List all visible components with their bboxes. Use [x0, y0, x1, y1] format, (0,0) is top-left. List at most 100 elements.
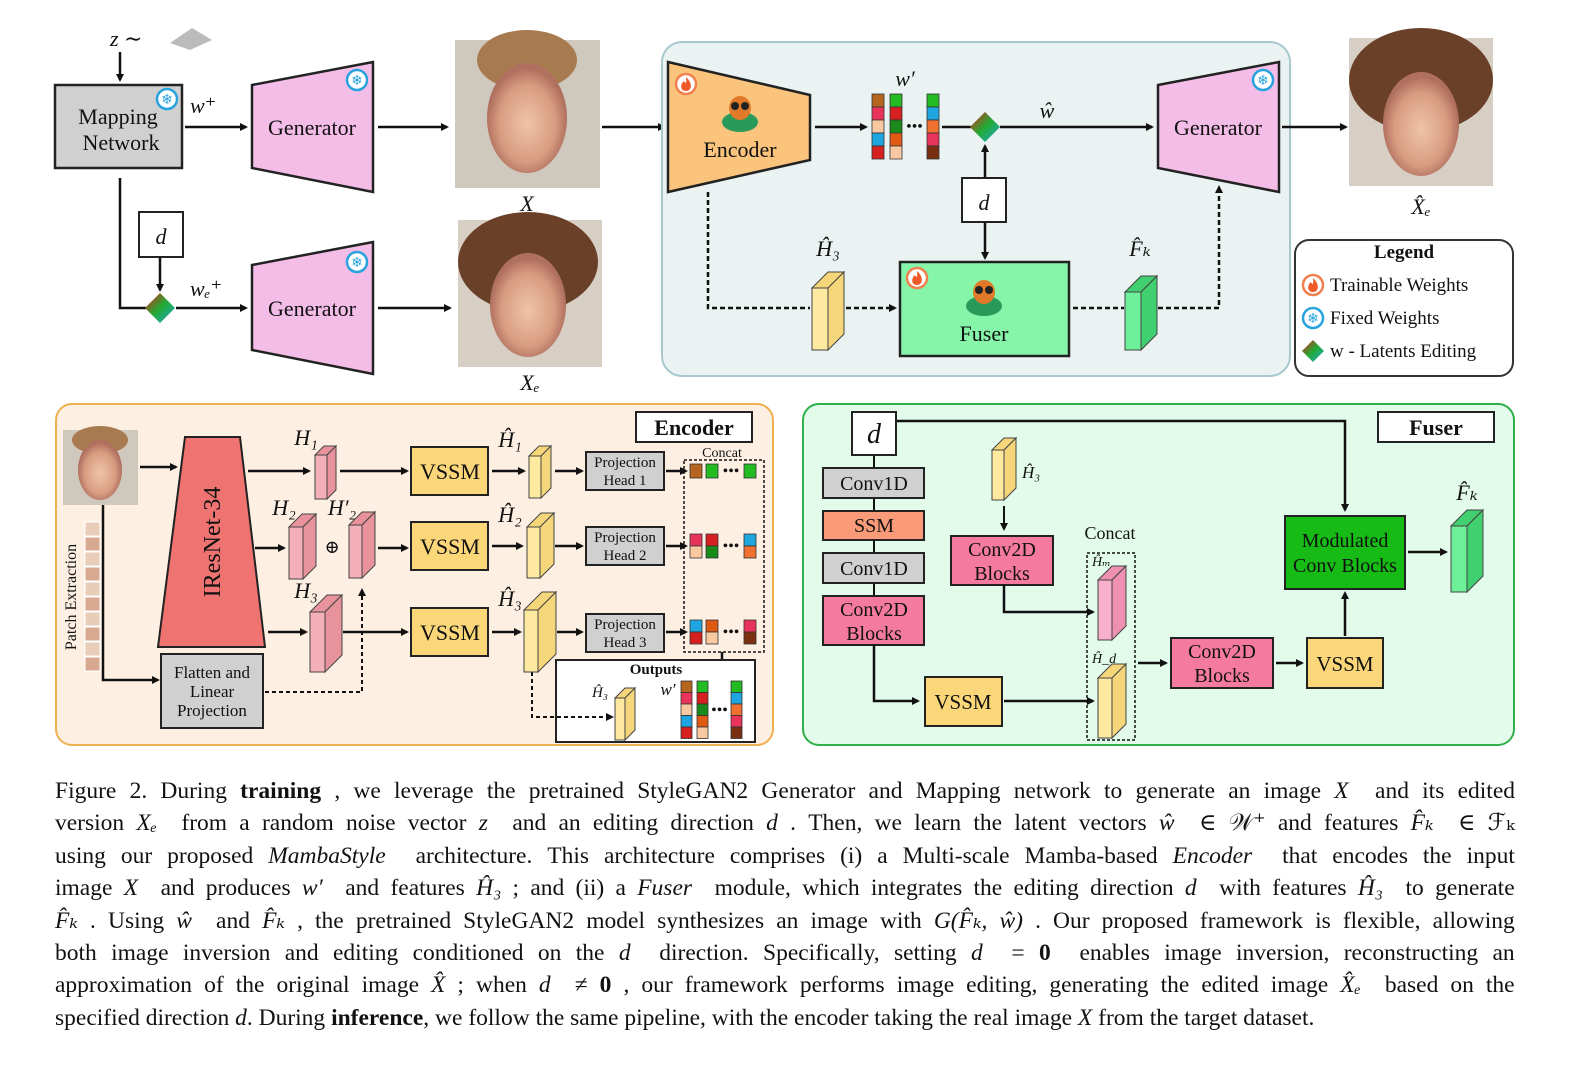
svg-text:Generator: Generator — [268, 115, 357, 140]
caption-text: , — [297, 907, 303, 934]
svg-text:w′: w′ — [660, 680, 675, 699]
latent-cell — [696, 715, 709, 728]
caption-text: leverage — [394, 778, 474, 804]
caption-text: module, — [714, 875, 791, 902]
flame-icon — [674, 72, 698, 96]
caption-text: with — [1219, 875, 1261, 902]
mascot-body — [966, 296, 1002, 316]
patch — [84, 551, 101, 567]
caption-text: produces — [205, 875, 291, 902]
slab-front — [614, 697, 626, 741]
caption-text: X — [1077, 1004, 1093, 1031]
fuser-d-box: d — [851, 411, 897, 456]
slab-side — [326, 444, 337, 501]
flatten-linear-projection: Flatten and Linear Projection — [160, 653, 264, 729]
slab-front — [348, 524, 363, 579]
svg-text:Projection: Projection — [594, 617, 656, 633]
caption-text: F̂ₖ — [1410, 810, 1434, 837]
latent-cell — [871, 119, 885, 134]
h3-hat-tensor-enc — [522, 590, 558, 674]
caption-text: w′ — [301, 875, 323, 902]
caption-text: original — [276, 972, 350, 999]
latent-cell — [871, 93, 885, 108]
caption-text: , — [423, 1004, 436, 1031]
add-operator: ⊕ — [324, 537, 339, 557]
caption-text: Then, — [808, 810, 863, 837]
latent-cell — [680, 680, 693, 693]
fuser-fk-label: F̂ₖ — [1455, 480, 1477, 505]
caption-text: ∈ — [1198, 810, 1217, 837]
slab-side — [540, 444, 552, 500]
legend: Legend Trainable Weights Fixed Weights w… — [1294, 239, 1514, 377]
caption-text: image — [1014, 1004, 1078, 1031]
mascot-eye — [975, 286, 983, 294]
caption-text: During — [160, 778, 227, 804]
latent-cell — [696, 726, 709, 739]
latent-cell — [926, 119, 940, 134]
icon-ring — [1301, 306, 1325, 330]
caption-text: . — [790, 810, 796, 837]
caption-text: Xₑ — [136, 810, 157, 837]
caption-text: performs — [799, 972, 885, 999]
hd-label: Ĥ_d — [1091, 650, 1117, 667]
caption-text: image — [1263, 778, 1322, 804]
svg-text:Outputs: Outputs — [630, 662, 683, 678]
caption-text: both — [55, 940, 97, 967]
caption-text: the — [1149, 1004, 1185, 1031]
svg-text:Conv2D: Conv2D — [968, 539, 1036, 561]
caption-text: and — [160, 875, 195, 902]
caption-text: an — [558, 810, 581, 837]
caption-text: z — [478, 810, 488, 837]
output-h3-tensor — [613, 686, 637, 742]
caption-text: an — [1228, 778, 1251, 804]
caption-text: training — [240, 778, 322, 804]
caption-text: ; — [512, 875, 520, 902]
caption-text: and — [868, 778, 903, 804]
caption-text: when — [475, 972, 527, 999]
vssm-row-2: VSSM — [410, 521, 489, 571]
h1-hat-tensor — [527, 444, 553, 500]
caption-text: and — [345, 875, 380, 902]
latent-cell — [705, 619, 719, 633]
caption-text: encodes — [1332, 842, 1408, 869]
caption-text: direction — [1090, 875, 1174, 902]
mascot-eye — [731, 102, 739, 110]
conv1d-2: Conv1D — [822, 552, 925, 584]
latent-cell — [926, 106, 940, 121]
encoder-panel-title: Encoder — [635, 411, 753, 443]
fk-hat-label: F̂ₖ — [1128, 236, 1150, 261]
fuser-vssm-1: VSSM — [924, 676, 1003, 727]
caption-text: and — [216, 907, 250, 934]
caption-text: Fuser — [637, 875, 693, 902]
patch — [84, 626, 101, 642]
svg-text:VSSM: VSSM — [420, 534, 480, 559]
svg-text:Projection: Projection — [177, 701, 247, 720]
caption-text: Encoder — [1172, 842, 1253, 869]
icon-ring — [155, 87, 179, 111]
icon-glyph — [1308, 278, 1318, 292]
head3-latents: ••• — [689, 619, 757, 645]
caption-text: X̂ — [431, 972, 446, 999]
h1-hat-label: Ĥ₁ — [497, 427, 522, 452]
fuser-vssm-2: VSSM — [1306, 637, 1384, 689]
caption-text: vectors — [1078, 810, 1147, 837]
latent-cell — [871, 106, 885, 121]
caption-text: (i) — [840, 842, 863, 869]
slab-front — [288, 526, 304, 580]
flame-icon — [905, 266, 929, 290]
latent-cell — [696, 703, 709, 716]
svg-text:VSSM: VSSM — [1316, 652, 1374, 676]
caption-text: 𝒲⁺ — [1228, 810, 1266, 837]
svg-text:Mapping: Mapping — [78, 104, 157, 129]
caption-text: ŵ — [176, 907, 192, 934]
fuser-panel-title: Fuser — [1377, 411, 1495, 443]
fuser-h3-label: Ĥ₃ — [1021, 463, 1040, 482]
caption-text: = — [1011, 940, 1025, 967]
caption-text: and — [512, 810, 547, 837]
caption-text: X — [1334, 778, 1349, 804]
h1-label: H₁ — [293, 425, 318, 450]
